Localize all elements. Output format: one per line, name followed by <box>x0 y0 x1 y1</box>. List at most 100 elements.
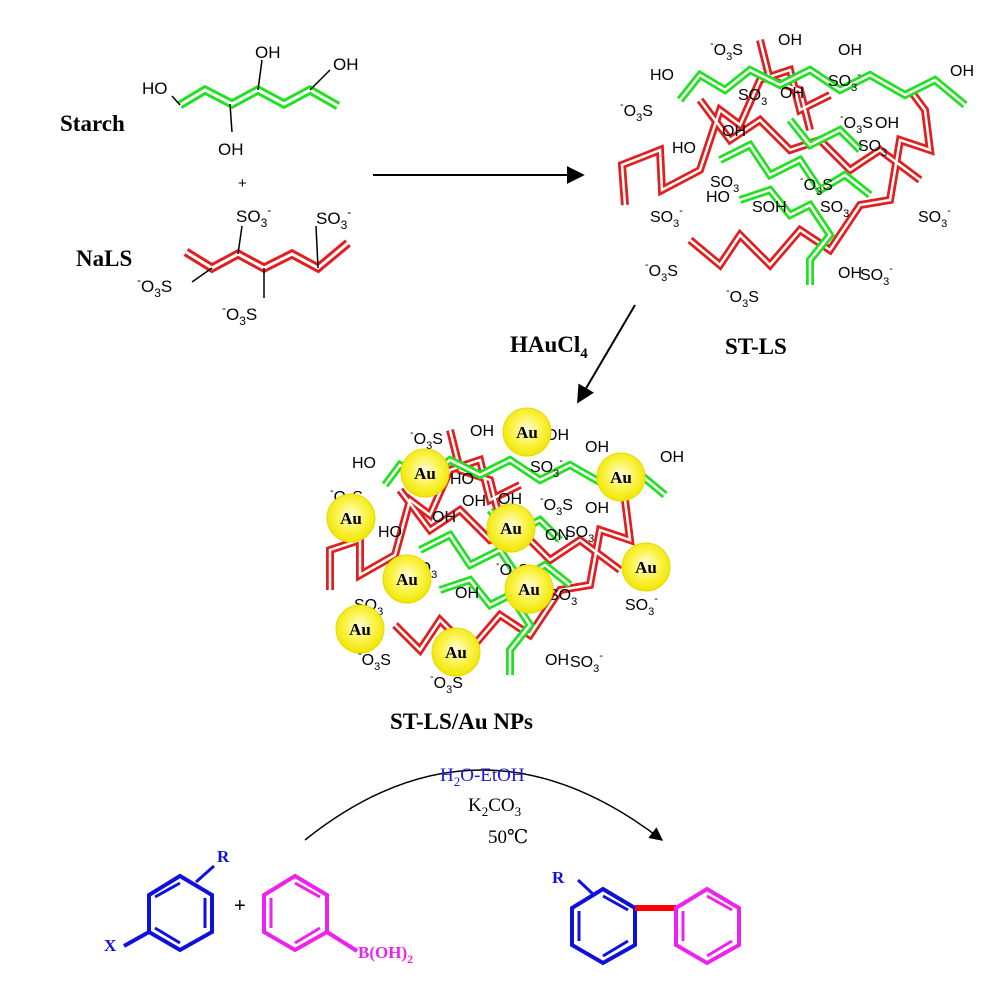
starch-oh-top: OH <box>255 43 281 62</box>
svg-text:Au: Au <box>635 558 657 577</box>
aryl-halide <box>123 864 215 953</box>
svg-text:Au: Au <box>396 570 418 589</box>
svg-text:SO3-: SO3- <box>918 205 951 230</box>
nals-o3s-bottom: -O3S <box>222 301 257 328</box>
svg-text:OH: OH <box>660 449 684 466</box>
nals-so3-top-left: SO3- <box>236 203 271 230</box>
au-nanoparticle: Au <box>486 503 536 553</box>
au-nanoparticle: Au <box>382 554 432 604</box>
svg-text:-O3S: -O3S <box>620 99 653 124</box>
svg-text:HO: HO <box>650 67 674 84</box>
svg-text:OH: OH <box>722 123 746 140</box>
st-ls-label: ST-LS <box>725 334 787 359</box>
svg-text:SO3: SO3 <box>710 174 739 195</box>
svg-text:HO: HO <box>450 471 474 488</box>
au-nanoparticle: Au <box>504 564 554 614</box>
svg-text:Au: Au <box>414 464 436 483</box>
svg-text:Au: Au <box>518 580 540 599</box>
svg-text:HO: HO <box>706 189 730 206</box>
nals-o3s-left: -O3S <box>137 273 172 300</box>
svg-text:OH: OH <box>432 509 456 526</box>
svg-text:SO3: SO3 <box>565 524 594 545</box>
starch-oh-bottom: OH <box>218 140 244 159</box>
svg-text:OH: OH <box>498 491 522 508</box>
svg-text:OH: OH <box>462 493 486 510</box>
arrow-to-au <box>577 304 636 404</box>
svg-text:OH: OH <box>778 32 802 49</box>
svg-text:-O3S: -O3S <box>840 111 873 136</box>
lignosulfonate-chain <box>183 225 351 298</box>
svg-text:SO3-: SO3- <box>650 205 683 230</box>
au-nanoparticle: Au <box>431 627 481 677</box>
svg-text:SO3-: SO3- <box>236 203 271 230</box>
au-nanoparticle: Au <box>335 604 385 654</box>
svg-text:HO: HO <box>378 524 402 541</box>
au-nanoparticle: Au <box>621 542 671 592</box>
phenylboronic-acid <box>262 873 359 953</box>
svg-text:OH: OH <box>838 42 862 59</box>
svg-text:OH: OH <box>780 85 804 102</box>
x-group: X <box>104 936 117 955</box>
r-group-left: R <box>217 847 230 866</box>
svg-text:OH: OH <box>838 265 862 282</box>
reaction-arc-arrow <box>304 769 664 841</box>
svg-text:-O3S: -O3S <box>137 273 172 300</box>
nals-label: NaLS <box>76 246 132 271</box>
svg-text:-O3S: -O3S <box>800 173 833 198</box>
svg-text:-O3S: -O3S <box>410 427 443 452</box>
starch-label: Starch <box>60 111 125 136</box>
svg-text:-O3S: -O3S <box>430 671 463 696</box>
svg-text:Au: Au <box>500 519 522 538</box>
boronic-group: B(OH)2 <box>358 943 413 966</box>
svg-text:SO3-: SO3- <box>860 263 893 288</box>
haucl4-label: HAuCl4 <box>510 332 588 362</box>
svg-text:OH: OH <box>455 585 479 602</box>
svg-text:-O3S: -O3S <box>645 259 678 284</box>
svg-text:Au: Au <box>610 468 632 487</box>
svg-text:SO3: SO3 <box>858 138 887 159</box>
biphenyl-product <box>570 878 741 966</box>
svg-text:OH: OH <box>470 423 494 440</box>
st-ls-au-cluster: -O3S OH OH HO SO3- OH OH -O3S HO OH OH -… <box>326 407 684 696</box>
svg-text:Au: Au <box>349 620 371 639</box>
condition-base: K2CO3 <box>468 795 521 819</box>
au-nanoparticle: Au <box>326 493 376 543</box>
svg-text:OH: OH <box>950 63 974 80</box>
svg-text:Au: Au <box>445 643 467 662</box>
au-nanoparticle: Au <box>502 407 552 457</box>
plus-reaction: + <box>234 895 246 917</box>
au-nanoparticle: Au <box>400 448 450 498</box>
st-ls-cluster: -O3S OH OH HO SO3- OH -O3S SO3 OH OH -O3… <box>617 32 974 310</box>
starch-ho-left: HO <box>142 79 168 98</box>
svg-text:-O3S: -O3S <box>222 301 257 328</box>
svg-text:SO3-: SO3- <box>625 593 658 618</box>
svg-text:-O3S: -O3S <box>726 285 759 310</box>
svg-text:Au: Au <box>516 423 538 442</box>
r-group-product: R <box>552 868 565 887</box>
svg-text:SO3: SO3 <box>820 199 849 220</box>
svg-text:HO: HO <box>352 455 376 472</box>
svg-text:Au: Au <box>340 509 362 528</box>
svg-text:-O3S: -O3S <box>358 648 391 673</box>
condition-solvent: H2O-EtOH <box>440 765 525 789</box>
nals-so3-top-right: SO3- <box>316 205 351 232</box>
condition-temperature: 50℃ <box>488 827 528 848</box>
svg-text:SOH: SOH <box>752 199 787 216</box>
st-ls-au-label: ST-LS/Au NPs <box>390 709 533 734</box>
au-nanoparticle: Au <box>596 452 646 502</box>
svg-text:HO: HO <box>672 140 696 157</box>
plus-sign: + <box>238 175 247 192</box>
svg-text:SO3-: SO3- <box>316 205 351 232</box>
svg-text:ON: ON <box>545 527 569 544</box>
svg-text:OH: OH <box>545 652 569 669</box>
svg-text:OH: OH <box>585 439 609 456</box>
starch-chain <box>171 59 341 133</box>
svg-text:OH: OH <box>585 500 609 517</box>
starch-oh-right: OH <box>333 55 359 74</box>
svg-text:SO3-: SO3- <box>570 650 603 675</box>
svg-text:OH: OH <box>875 115 899 132</box>
svg-text:SO3: SO3 <box>548 587 577 608</box>
svg-text:-O3S: -O3S <box>540 493 573 518</box>
svg-text:-O3S: -O3S <box>710 38 743 63</box>
